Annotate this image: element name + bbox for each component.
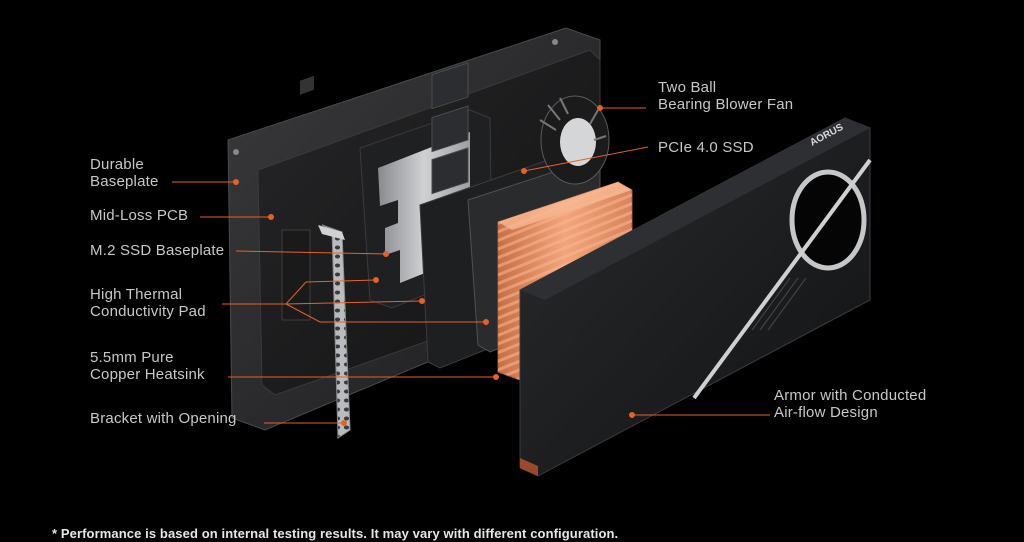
callout-blower-fan: Two Ball Bearing Blower Fan <box>658 79 794 113</box>
blower-fan-part <box>539 95 610 185</box>
callout-mid-loss-pcb: Mid-Loss PCB <box>90 207 189 224</box>
callout-copper-heatsink: 5.5mm Pure Copper Heatsink <box>90 349 205 383</box>
callout-pcie-ssd: PCIe 4.0 SSD <box>658 139 754 156</box>
performance-footnote: * Performance is based on internal testi… <box>52 526 619 541</box>
leader-lines <box>172 105 770 426</box>
callout-armor: Armor with Conducted Air-flow Design <box>774 387 927 421</box>
bracket-part <box>318 224 351 439</box>
callout-m2-ssd-baseplate: M.2 SSD Baseplate <box>90 242 225 259</box>
armor-shroud-part <box>519 117 872 477</box>
callout-thermal-pad: High Thermal Conductivity Pad <box>90 286 206 320</box>
callout-bracket: Bracket with Opening <box>90 410 237 427</box>
callout-durable-baseplate: Durable Baseplate <box>90 156 159 190</box>
